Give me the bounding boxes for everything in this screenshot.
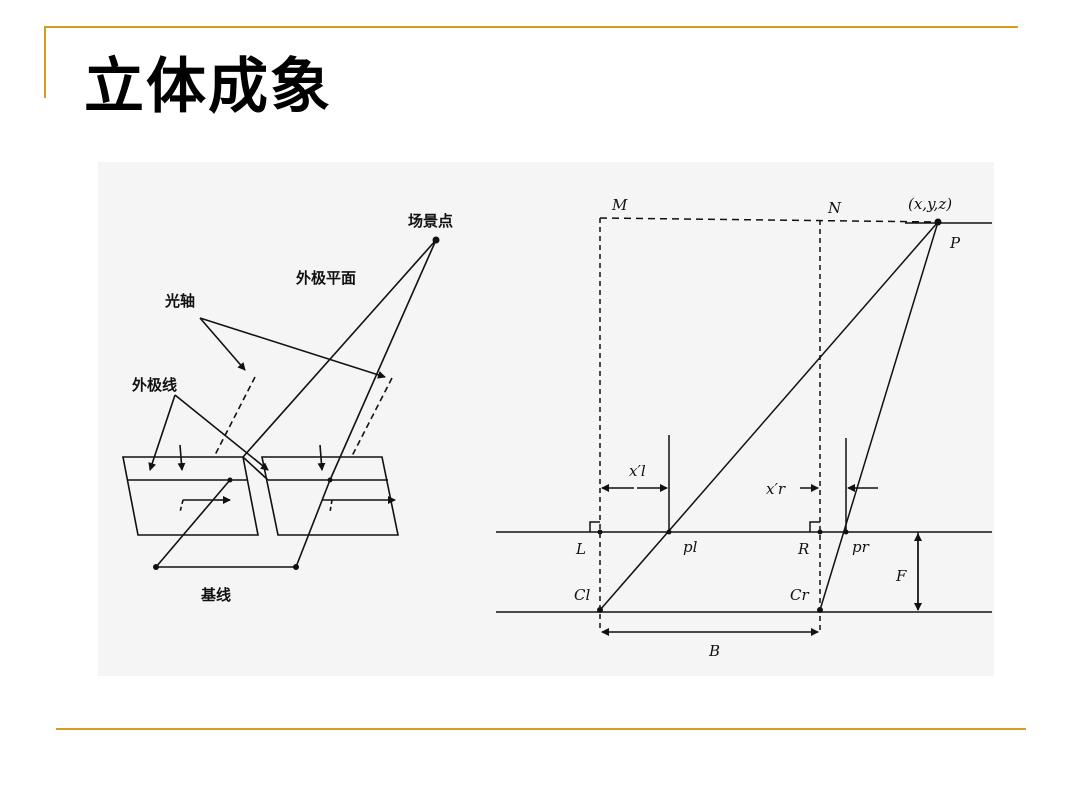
left-image-plane	[122, 456, 259, 536]
label-pr: pr	[852, 538, 870, 556]
point-P-dot	[934, 218, 942, 226]
label-N: N	[827, 199, 842, 217]
stereo-imaging-figure	[98, 162, 994, 676]
label-xr: x′r	[766, 480, 786, 498]
label-R: R	[797, 540, 809, 558]
epipolar-line-label: 外极线	[131, 376, 177, 394]
right-camera-dot	[293, 564, 299, 570]
label-B: B	[708, 642, 720, 660]
parallel-stereo-diagram	[496, 217, 992, 636]
right-camera-center-dot	[817, 607, 823, 613]
right-image-plane	[261, 456, 399, 536]
label-M: M	[611, 196, 628, 214]
baseline-label: 基线	[200, 586, 231, 604]
epipolar-plane-label: 外极平面	[295, 269, 356, 287]
label-P: P	[949, 234, 961, 252]
label-coords: (x,y,z)	[908, 195, 952, 213]
label-pl: pl	[683, 538, 698, 556]
top-accent-line	[44, 26, 1018, 28]
epipolar-points	[153, 236, 440, 570]
stereo-points	[597, 218, 942, 613]
left-accent-line	[44, 26, 46, 98]
bottom-accent-line	[56, 728, 1026, 730]
left-camera-center-dot	[597, 607, 603, 613]
label-xl: x′l	[629, 462, 646, 480]
label-L: L	[575, 540, 586, 558]
scene-point-label: 场景点	[408, 212, 453, 230]
left-camera-dot	[153, 564, 159, 570]
slide-title: 立体成象	[84, 52, 332, 122]
epipolar-geometry-diagram	[122, 239, 437, 568]
right-ray	[819, 221, 939, 611]
label-Cl: Cl	[574, 586, 590, 604]
optical-axis-label: 光轴	[164, 292, 195, 310]
scene-point-dot	[432, 236, 440, 244]
left-ray	[599, 221, 939, 611]
label-F: F	[895, 567, 907, 585]
label-Cr: Cr	[790, 586, 809, 604]
